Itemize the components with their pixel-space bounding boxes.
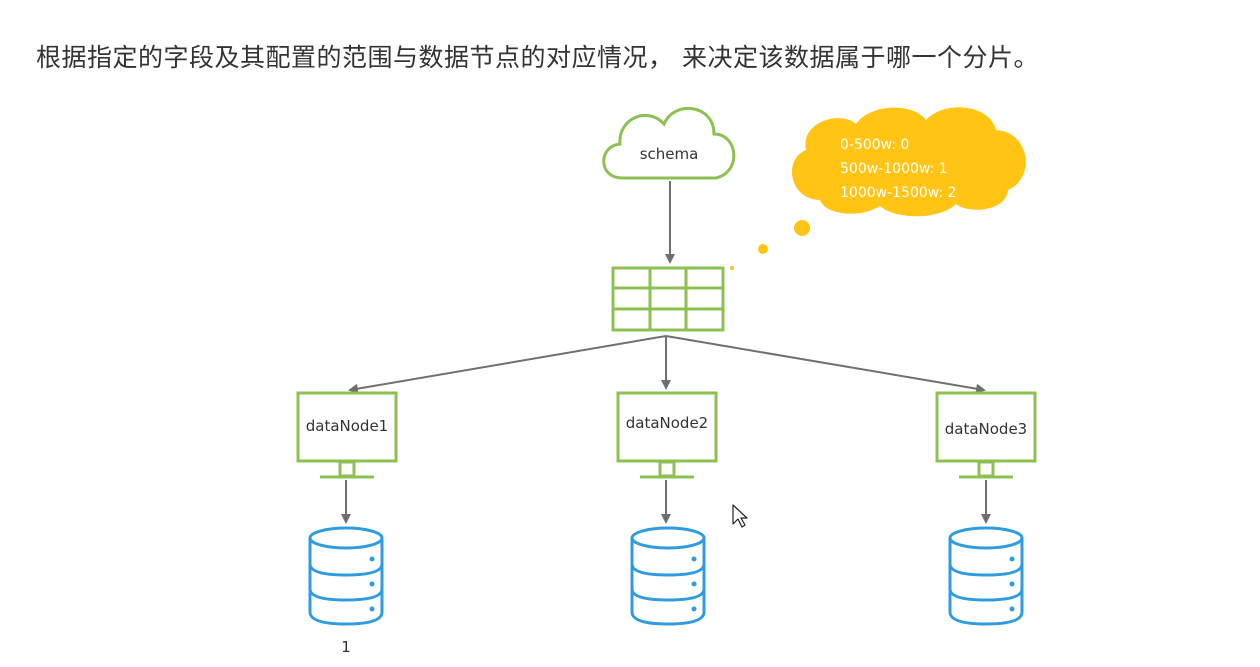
- node-label-1: dataNode1: [306, 417, 388, 435]
- schema-label: schema: [640, 145, 699, 163]
- rule-0: 0-500w: 0: [840, 137, 909, 153]
- thought-dot-medium: [758, 244, 768, 254]
- rule-2: 1000w-1500w: 2: [840, 185, 957, 201]
- node-label-3: dataNode3: [945, 420, 1027, 438]
- arrow-table-to-node3: [665, 335, 986, 394]
- mouse-cursor-icon: [732, 504, 748, 528]
- cloud-outline: [602, 107, 736, 180]
- rule-1: 500w-1000w: 1: [840, 161, 948, 177]
- thought-dot-small: [730, 266, 734, 270]
- data-node-2: dataNode2: [616, 391, 718, 479]
- page-heading: 根据指定的字段及其配置的范围与数据节点的对应情况， 来决定该数据属于哪一个分片。: [36, 43, 1039, 72]
- database-3: [948, 526, 1024, 626]
- arrow-table-to-node1: [348, 335, 667, 394]
- data-node-3: dataNode3: [935, 391, 1037, 479]
- node-label-2: dataNode2: [626, 414, 708, 432]
- database-icon: [630, 526, 706, 626]
- database-1: 1: [308, 526, 384, 656]
- thought-dot-large: [794, 220, 810, 236]
- monitor-icon: [296, 391, 398, 463]
- rules-thought-cloud: 0-500w: 0 500w-1000w: 1 1000w-1500w: 2: [730, 107, 1026, 270]
- database-icon: [308, 526, 384, 626]
- database-2: [630, 526, 706, 626]
- schema-cloud: schema: [602, 107, 736, 180]
- routing-table-icon: [611, 266, 725, 332]
- rules-cloud-shape: [791, 107, 1026, 217]
- db-label-1: 1: [341, 638, 351, 656]
- data-node-1: dataNode1: [296, 391, 398, 479]
- database-icon: [948, 526, 1024, 626]
- monitor-icon: [935, 391, 1037, 463]
